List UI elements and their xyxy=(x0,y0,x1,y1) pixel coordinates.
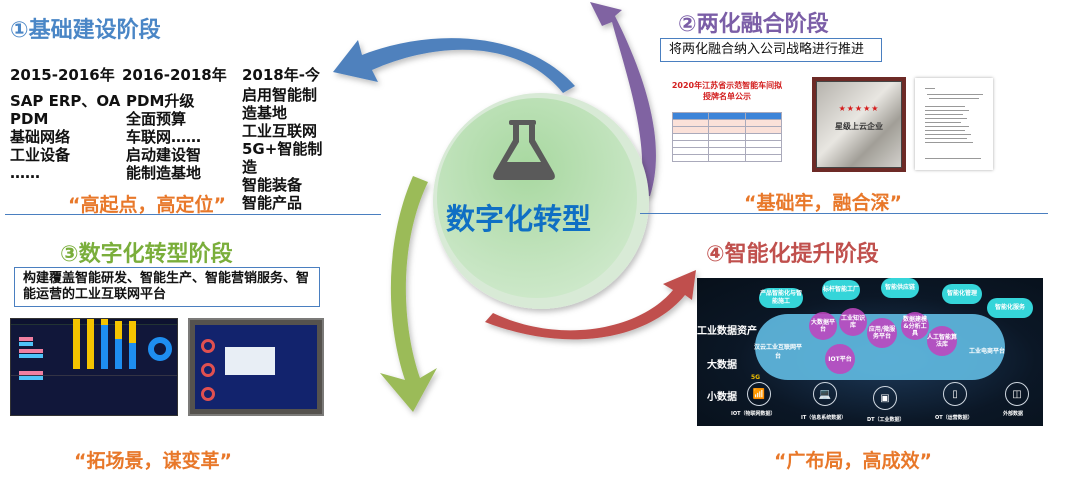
machine-icon: ▣ xyxy=(873,386,897,410)
bubble: 应用/微服务平台 xyxy=(867,318,897,348)
list-item: 造基地 xyxy=(242,104,288,122)
phone-icon: ▯ xyxy=(943,382,967,406)
level-label: 工业数据资产 xyxy=(697,326,757,337)
hmi-screen-photo xyxy=(188,318,324,416)
list-item: SAP ERP、OA xyxy=(10,92,121,110)
dashboard-screenshot xyxy=(10,318,178,416)
industrial-internet-diagram: 产品智能化与智能施工 标杆智能工厂 智能供应链 智能化管理 智能化服务 工业数据… xyxy=(697,278,1043,426)
list-item: 造 xyxy=(242,158,258,176)
level-label: 大数据 xyxy=(707,360,737,371)
list-item: 工业互联网 xyxy=(242,122,318,140)
laptop-icon: 💻 xyxy=(813,382,837,406)
flask-icon xyxy=(493,120,555,180)
list-item: 启用智能制 xyxy=(242,86,318,104)
cloud-label: 智能供应链 xyxy=(881,278,919,298)
list-item: 5G+智能制 xyxy=(242,140,323,158)
cloud-label: 标杆智能工厂 xyxy=(822,280,860,300)
source-label: IOT（物联网数据） xyxy=(731,411,776,417)
divider-left xyxy=(5,214,381,215)
period-1: 2015-2016年 xyxy=(10,66,115,84)
divider-right xyxy=(640,213,1048,214)
period-1-items: SAP ERP、OA PDM 基础网络 工业设备 …… xyxy=(10,92,120,182)
stars-icon: ★★★★★ xyxy=(838,104,880,113)
notice-title: 2020年江苏省示范智能车间拟授牌名单公示 xyxy=(671,81,783,101)
notice-document-image: 2020年江苏省示范智能车间拟授牌名单公示 xyxy=(668,78,786,176)
period-2: 2016-2018年 xyxy=(122,66,227,84)
list-item: 智能装备 xyxy=(242,176,303,194)
cloud-label: 智能化服务 xyxy=(987,298,1033,318)
stage-4-quote: “广布局，高成效” xyxy=(774,450,932,472)
list-item: …… xyxy=(10,164,40,182)
bubble: IOT平台 xyxy=(825,344,855,374)
cloud-label: 产品智能化与智能施工 xyxy=(759,288,803,308)
list-item: 全面预算 xyxy=(126,110,187,128)
list-item: 车联网…… xyxy=(126,128,202,146)
arrow-blue xyxy=(333,38,575,93)
5g-badge: 5G xyxy=(751,374,761,381)
bubble: 大数据平台 xyxy=(809,312,837,340)
bubble: 数据建模&分析工具 xyxy=(901,312,929,340)
arrow-red xyxy=(485,270,696,340)
award-plaque-image: ★★★★★ 星级上云企业 xyxy=(812,77,906,172)
list-item: 基础网络 xyxy=(10,128,71,146)
stage-4-title: ④智能化提升阶段 xyxy=(706,242,879,267)
source-label: 外部数据 xyxy=(1003,411,1024,417)
stage-3-note: 构建覆盖智能研发、智能生产、智能营销服务、智能运营的工业互联网平台 xyxy=(14,267,320,307)
period-2-items: PDM升级 全面预算 车联网…… 启动建设智 能制造基地 xyxy=(126,92,201,182)
bubble: 人工智能算法库 xyxy=(927,326,957,356)
period-3-items: 启用智能制 造基地 工业互联网 5G+智能制 造 智能装备 智能产品 xyxy=(242,86,322,212)
list-item: 智能产品 xyxy=(242,194,303,212)
list-item: PDM升级 xyxy=(126,92,195,110)
stage-1-title: ①基础建设阶段 xyxy=(10,18,161,43)
plaque-text: 星级上云企业 xyxy=(835,122,883,131)
cloud-label: 智能化管理 xyxy=(942,284,982,304)
center-title: 数字化转型 xyxy=(446,202,592,236)
arrow-green xyxy=(380,176,437,412)
platform-label: 工业电商平台 xyxy=(969,348,1006,355)
device-icon: ◫ xyxy=(1005,382,1029,406)
stage-2-title: ②两化融合阶段 xyxy=(678,12,829,37)
level-label: 小数据 xyxy=(707,392,737,403)
stage-2-quote: “基础牢，融合深” xyxy=(744,192,902,214)
platform-label: 汉云工业互联网平台 xyxy=(753,344,802,360)
list-item: 启动建设智 xyxy=(126,146,202,164)
document-page-image xyxy=(915,78,993,170)
notice-table xyxy=(671,112,783,162)
list-item: 工业设备 xyxy=(10,146,71,164)
bubble: 工业知识库 xyxy=(839,308,867,336)
source-label: OT（运营数据） xyxy=(935,415,973,421)
period-3: 2018年-今 xyxy=(242,66,320,84)
antenna-icon: 📶 xyxy=(747,382,771,406)
list-item: PDM xyxy=(10,110,49,128)
stage-2-note: 将两化融合纳入公司战略进行推进 xyxy=(660,38,882,62)
arrow-purple xyxy=(590,2,656,196)
source-label: DT（工业数据） xyxy=(867,417,905,423)
source-label: IT（信息系统数据） xyxy=(801,415,847,421)
stage-3-quote: “拓场景，谋变革” xyxy=(74,450,232,472)
list-item: 能制造基地 xyxy=(126,164,202,182)
stage-1-quote: “高起点，高定位” xyxy=(68,194,226,216)
stage-3-title: ③数字化转型阶段 xyxy=(60,242,233,267)
